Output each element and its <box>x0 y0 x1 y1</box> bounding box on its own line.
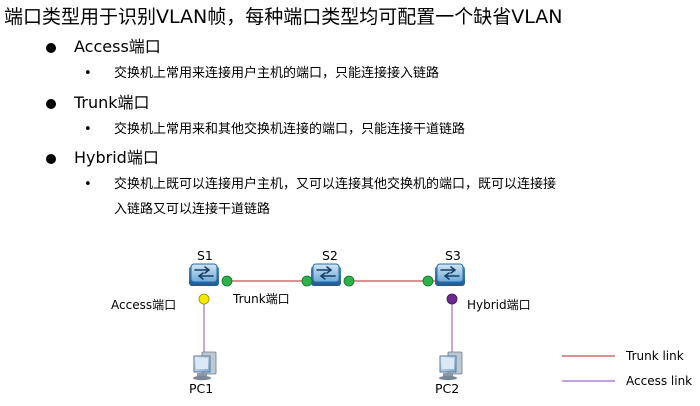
switch-icon-s1 <box>188 263 220 287</box>
pc-icon-pc1 <box>192 351 217 381</box>
bullet-label: Trunk端口 <box>74 93 150 112</box>
access-port-s1 <box>198 293 210 305</box>
access-port-label: Access端口 <box>111 298 177 312</box>
trunk-port-label: Trunk端口 <box>233 292 290 306</box>
sub-bullet-dot-icon: • <box>84 66 92 81</box>
trunk-port-s2-left <box>301 275 313 287</box>
trunk-port-s2-right <box>343 275 355 287</box>
legend-access-label: Access link <box>626 374 693 388</box>
switch-icon-s3 <box>434 263 466 287</box>
switch-label-s2: S2 <box>322 248 338 263</box>
bullet-label: Access端口 <box>74 37 161 56</box>
sub-bullet-text: 入链路又可以连接干道链路 <box>114 202 271 217</box>
sub-bullet-dot-icon: • <box>84 177 92 192</box>
trunk-port-s1 <box>221 275 233 287</box>
trunk-port-s3 <box>422 275 434 287</box>
hybrid-port-label: Hybrid端口 <box>467 298 531 312</box>
slide-title: 端口类型用于识别VLAN帧，每种端口类型均可配置一个缺省VLAN <box>4 6 563 28</box>
sub-bullet-text: 交换机上常用来连接用户主机的端口，只能连接接入链路 <box>114 66 440 81</box>
sub-bullet-text: 交换机上既可以连接用户主机，又可以连接其他交换机的端口，既可以连接接 <box>114 177 557 192</box>
switch-label-s1: S1 <box>197 248 213 263</box>
legend-trunk-label: Trunk link <box>626 349 684 363</box>
bullet-dot-icon <box>46 43 56 53</box>
sub-bullet-dot-icon: • <box>84 122 92 137</box>
bullet-label: Hybrid端口 <box>74 148 159 167</box>
hybrid-port-s3 <box>446 293 458 305</box>
pc-label-pc1: PC1 <box>189 381 214 396</box>
switch-label-s3: S3 <box>445 248 461 263</box>
pc-label-pc2: PC2 <box>435 381 460 396</box>
sub-bullet-text: 交换机上常用来和其他交换机连接的端口，只能连接干道链路 <box>114 122 466 137</box>
switch-icon-s2 <box>310 263 342 287</box>
bullet-dot-icon <box>46 99 56 109</box>
pc-icon-pc2 <box>438 351 463 381</box>
bullet-dot-icon <box>46 154 56 164</box>
